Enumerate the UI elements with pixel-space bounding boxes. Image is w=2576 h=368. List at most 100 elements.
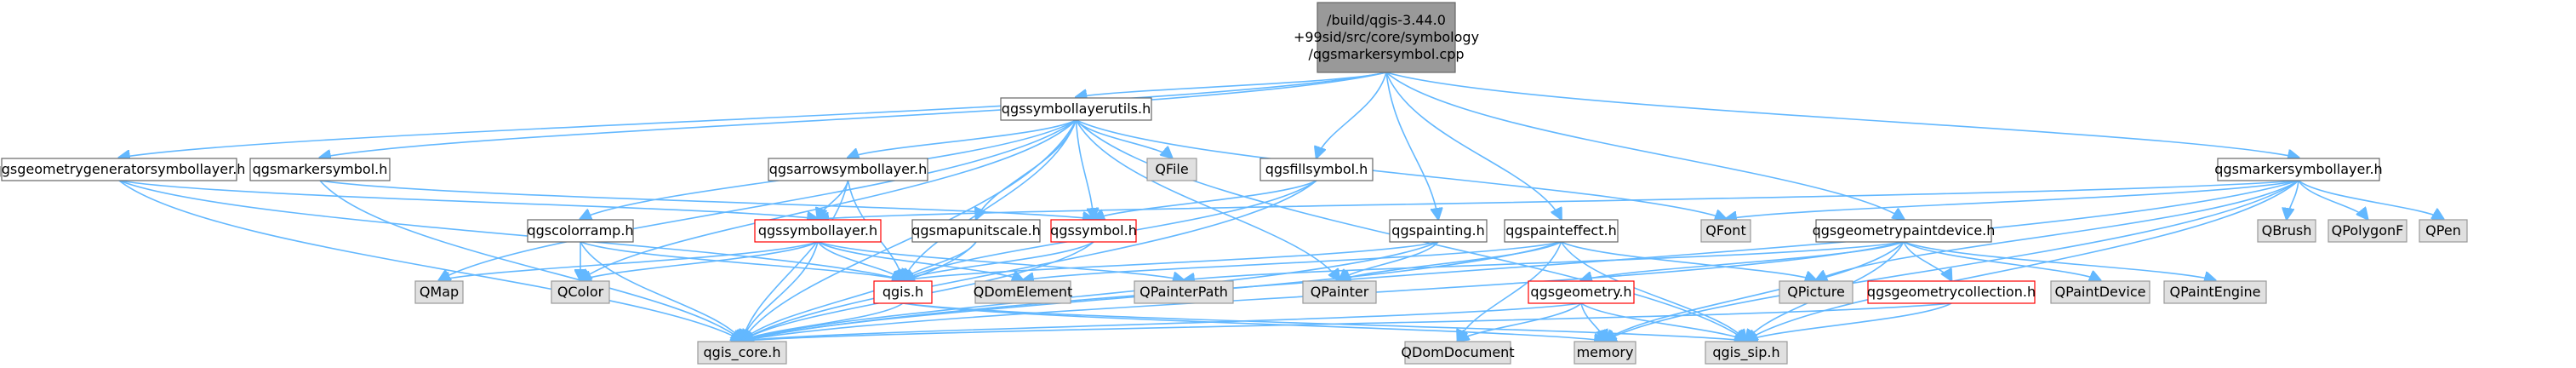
node-box (974, 280, 1071, 304)
node-box (1528, 280, 1635, 304)
edge-qgsfillsymbol-h-to-qgis-core-h (742, 180, 1317, 341)
edge-qgscolorramp-h-to-qgis-core-h (580, 241, 742, 341)
node-qgsgeometrypaintdevice-h[interactable]: qgsgeometrypaintdevice.h (1813, 219, 1996, 243)
node-box (1259, 158, 1374, 181)
node-box (1504, 219, 1619, 243)
node-qpaintdevice[interactable]: QPaintDevice (2050, 280, 2150, 304)
edge-qgssymbollayerutils-h-to-qfont (1076, 119, 1727, 219)
node-qgspainteffect-h[interactable]: qgspainteffect.h (1504, 219, 1619, 243)
edge-root-to-qgsgeometrypaintdevice-h (1385, 72, 1904, 219)
node-qgsgeometrycollection-h[interactable]: qgsgeometrycollection.h (1867, 280, 2036, 304)
edge-qgsmarkersymbollayer-h-to-qpolygonf (2298, 180, 2368, 219)
node-label: qgscolorramp.h (527, 222, 633, 239)
node-qbrush[interactable]: QBrush (2257, 219, 2316, 243)
node-qpicture[interactable]: QPicture (1779, 280, 1853, 304)
edge-qgsgeometrygeneratorsymbollayer-h-to-qgis-core-h (118, 180, 742, 341)
node-qmap[interactable]: QMap (414, 280, 464, 304)
node-label: qgis_sip.h (1712, 344, 1779, 361)
edge-qgsgeometrypaintdevice-h-to-memory (1605, 241, 1905, 341)
node-qgsmarkersymbol-h[interactable]: qgsmarkersymbol.h (249, 158, 391, 181)
node-qcolor[interactable]: QColor (551, 280, 610, 304)
edge-qgsgeometry-h-to-memory (1580, 302, 1605, 341)
node-box (1867, 280, 2036, 304)
node-qgssymbollayer-h[interactable]: qgssymbollayer.h (754, 219, 882, 243)
node-box (2050, 280, 2150, 304)
node-qfont[interactable]: QFont (1700, 219, 1751, 243)
node-label: qgsarrowsymbollayer.h (769, 161, 928, 177)
edge-qgsgeometrygeneratorsymbollayer-h-to-qgssymbollayer-h (118, 180, 818, 219)
edge-qgsmarkersymbollayer-h-to-qpen (2298, 180, 2443, 219)
edge-qgssymbollayerutils-h-to-qgsarrowsymbollayer-h (848, 119, 1077, 158)
node-qgsgeometrygeneratorsymbollayer-h[interactable]: qgsgeometrygeneratorsymbollayer.h (0, 158, 245, 181)
node-label: +99sid/src/core/symbology (1294, 29, 1479, 45)
node-box (1700, 219, 1751, 243)
node-label: qgsmarkersymbollayer.h (2214, 161, 2382, 177)
edge-qgspainteffect-h-to-qpicture (1561, 241, 1817, 280)
node-qgis-sip-h[interactable]: qgis_sip.h (1705, 341, 1788, 365)
node-qgsarrowsymbollayer-h[interactable]: qgsarrowsymbollayer.h (768, 158, 928, 181)
nodes-layer: /build/qgis-3.44.0+99sid/src/core/symbol… (0, 2, 2468, 365)
node-label: QBrush (2262, 222, 2312, 239)
node-box (1705, 341, 1788, 365)
node-label: /qgsmarkersymbol.cpp (1308, 46, 1464, 62)
node-label: qgsgeometrygeneratorsymbollayer.h (0, 161, 245, 177)
node-root[interactable]: /build/qgis-3.44.0+99sid/src/core/symbol… (1294, 2, 1479, 73)
edge-qgssymbollayerutils-h-to-qgsmapunitscale-h (976, 119, 1077, 219)
edge-qgsgeometry-h-to-qgis-sip-h (1580, 302, 1746, 341)
node-box (1000, 97, 1152, 121)
node-box (414, 280, 464, 304)
edge-qgsgeometrypaintdevice-h-to-qgsgeometry-h (1581, 241, 1905, 280)
node-qgscolorramp-h[interactable]: qgscolorramp.h (527, 219, 634, 243)
node-label: QPen (2425, 222, 2461, 239)
node-label: QPaintDevice (2055, 284, 2146, 300)
node-label: QPainterPath (1139, 284, 1228, 300)
node-qgis-core-h[interactable]: qgis_core.h (697, 341, 787, 365)
node-label: QColor (557, 284, 604, 300)
node-label: QPolygonF (2332, 222, 2404, 239)
edge-root-to-qgsgeometrygeneratorsymbollayer-h (119, 72, 1387, 158)
node-qgsfillsymbol-h[interactable]: qgsfillsymbol.h (1259, 158, 1374, 181)
edge-qgsgeometry-h-to-qgis-core-h (742, 302, 1582, 341)
node-qgis-h[interactable]: qgis.h (873, 280, 933, 304)
node-label: QFont (1705, 222, 1745, 239)
node-label: QPaintEngine (2169, 284, 2260, 300)
edge-qgsmapunitscale-h-to-qgis-core-h (742, 241, 977, 341)
node-box (2163, 280, 2267, 304)
edge-qgsgeometrypaintdevice-h-to-qpaintengine (1903, 241, 2215, 280)
node-label: qgspainting.h (1391, 222, 1484, 239)
node-qgsgeometry-h[interactable]: qgsgeometry.h (1528, 280, 1635, 304)
edge-qgspainting-h-to-qgis-h (903, 241, 1439, 280)
edge-qgsgeometry-h-to-qdomdocument (1458, 302, 1582, 341)
node-box (697, 341, 787, 365)
node-qgssymbol-h[interactable]: qgssymbol.h (1050, 219, 1137, 243)
edge-qgsmarkersymbollayer-h-to-qfont (1726, 180, 2299, 219)
edge-root-to-qgssymbollayerutils-h (1077, 72, 1387, 97)
edge-qgscolorramp-h-to-qgis-h (580, 241, 903, 280)
node-label: QFile (1155, 161, 1188, 177)
node-qpolygonf[interactable]: QPolygonF (2328, 219, 2408, 243)
node-qgssymbollayerutils-h[interactable]: qgssymbollayerutils.h (1000, 97, 1152, 121)
node-qfile[interactable]: QFile (1146, 158, 1197, 181)
node-label: qgsmapunitscale.h (911, 222, 1041, 239)
node-qpaintengine[interactable]: QPaintEngine (2163, 280, 2267, 304)
node-qgsmapunitscale-h[interactable]: qgsmapunitscale.h (911, 219, 1041, 243)
edge-qgspainteffect-h-to-qdomelement (1023, 241, 1562, 280)
node-label: qgssymbol.h (1050, 222, 1137, 239)
node-qgsmarkersymbollayer-h[interactable]: qgsmarkersymbollayer.h (2214, 158, 2383, 181)
node-memory[interactable]: memory (1574, 341, 1636, 365)
node-box (911, 219, 1041, 243)
edge-qgsgeometrygeneratorsymbollayer-h-to-qgis-h (118, 180, 903, 280)
node-qgspainting-h[interactable]: qgspainting.h (1389, 219, 1488, 243)
node-box (527, 219, 634, 243)
edge-qgssymbollayer-h-to-qcolor (580, 241, 819, 280)
node-box (551, 280, 610, 304)
node-qpainter[interactable]: QPainter (1302, 280, 1377, 304)
node-label: memory (1577, 344, 1634, 360)
node-qpainterpath[interactable]: QPainterPath (1134, 280, 1234, 304)
node-qpen[interactable]: QPen (2419, 219, 2468, 243)
node-qdomelement[interactable]: QDomElement (974, 280, 1073, 304)
node-label: qgis.h (882, 284, 923, 300)
edge-qgssymbollayerutils-h-to-qgssymbol-h (1075, 119, 1094, 219)
node-qdomdocument[interactable]: QDomDocument (1401, 341, 1515, 365)
